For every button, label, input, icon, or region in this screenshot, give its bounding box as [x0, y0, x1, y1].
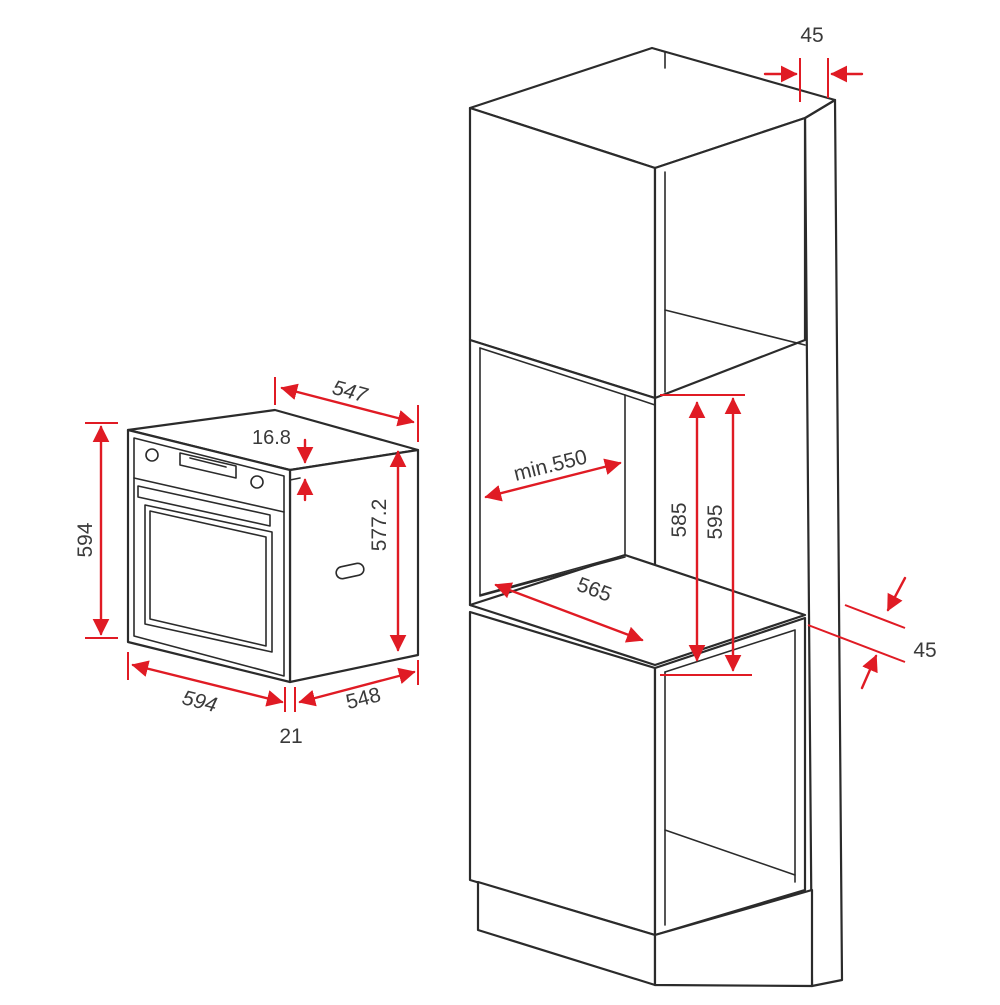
cabinet-side-panel	[803, 98, 844, 988]
dim-oven-depth-top	[280, 383, 415, 427]
label-side-clearance: 45	[800, 24, 823, 47]
oven-dimensions: 594 547 16.8 577.2 594 548 21	[74, 376, 419, 748]
oven-unit	[126, 408, 420, 684]
dim-niche-width	[484, 458, 622, 502]
oven-front-frame	[133, 437, 285, 677]
cabinet-top-notch	[651, 47, 666, 69]
label-niche-height-outer: 595	[704, 504, 727, 539]
lower-compartment-side	[653, 616, 807, 937]
label-panel-step: 16.8	[252, 427, 291, 449]
oven-knob-right	[250, 475, 264, 489]
upper-compartment-side	[653, 116, 807, 400]
label-oven-height: 594	[74, 522, 97, 557]
oven-side-vent	[335, 562, 365, 580]
oven-door-window	[144, 504, 273, 653]
cabinet-plinth-side	[653, 888, 814, 988]
dim-rear-tick-top	[844, 604, 906, 629]
label-niche-height-inner: 585	[668, 502, 691, 537]
dim-oven-width	[131, 660, 284, 707]
dim-niche-depth	[494, 582, 644, 643]
dim-rear-arrow-top	[886, 576, 907, 612]
oven-panel-divider	[133, 477, 285, 513]
dim-oven-depth-bottom	[298, 667, 416, 707]
dim-rear-tick-bottom	[807, 624, 906, 663]
lower-compartment-front	[468, 610, 657, 937]
label-front-thickness: 21	[279, 725, 302, 748]
dim-rear-arrow-bottom	[860, 654, 878, 690]
oven-door-handle	[137, 485, 271, 527]
oven-display	[179, 452, 237, 479]
niche-back-corner	[624, 394, 656, 406]
oven-knob-left	[145, 448, 159, 462]
label-body-height: 577.2	[368, 499, 391, 552]
lower-inner-frame	[664, 629, 796, 883]
tall-cabinet	[468, 46, 844, 988]
label-rear-clearance: 45	[913, 639, 936, 662]
oven-door-glass	[149, 510, 267, 647]
label-oven-width: 594	[180, 686, 220, 717]
oven-display-inner	[189, 457, 227, 468]
